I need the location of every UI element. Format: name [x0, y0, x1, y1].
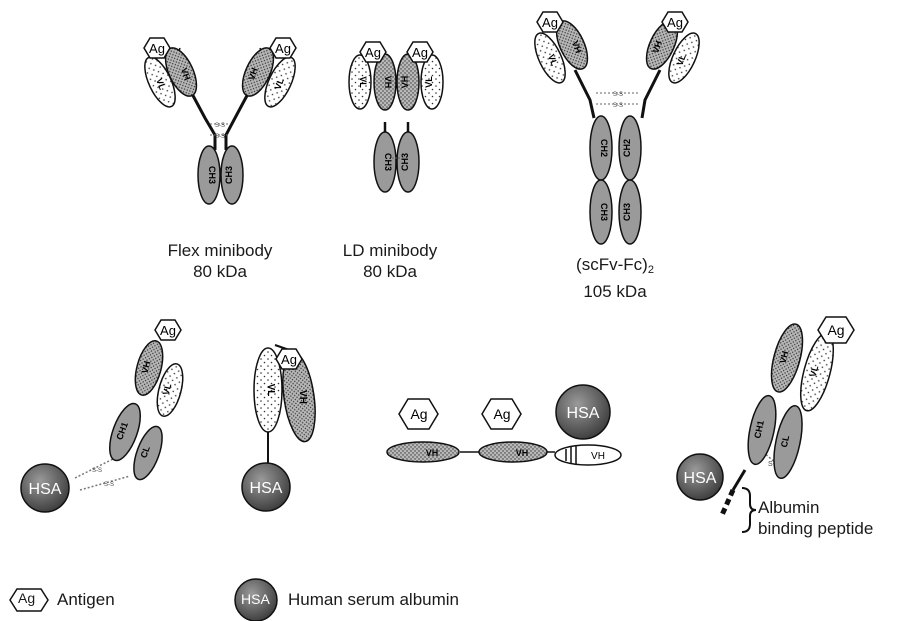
ld-minibody-name: LD minibody — [320, 240, 460, 261]
svg-text:S-S: S-S — [215, 134, 225, 140]
svg-text:Ag: Ag — [667, 15, 683, 30]
svg-text:HSA: HSA — [250, 480, 283, 497]
legend-antigen-label: Antigen — [57, 590, 115, 610]
flex-minibody-label: Flex minibody 80 kDa — [140, 240, 300, 282]
abp-line2: binding peptide — [758, 518, 873, 539]
vh-domain — [479, 442, 547, 462]
scfv-fc2: S-S S-S VH VL VH VL CH2 CH2 CH3 CH3 Ag A… — [529, 12, 706, 244]
ld-minibody: VL VH VH VL CH3 CH3 Ag Ag — [349, 42, 443, 192]
svg-text:VL: VL — [265, 384, 276, 397]
svg-text:Ag: Ag — [160, 323, 176, 338]
svg-text:S-S: S-S — [92, 468, 102, 474]
flex-minibody-mass: 80 kDa — [140, 261, 300, 282]
svg-text:CH3: CH3 — [224, 166, 234, 184]
svg-text:VL: VL — [424, 76, 434, 88]
fab-hsa: S-S S-S CH1 CL VH VL Ag HSA — [21, 320, 188, 512]
svg-text:Ag: Ag — [412, 45, 428, 60]
svg-text:VH: VH — [297, 390, 308, 404]
flex-minibody-name: Flex minibody — [140, 240, 300, 261]
scfv-hsa: VL VH Ag HSA — [242, 345, 320, 511]
svg-text:CH2: CH2 — [622, 139, 632, 157]
svg-text:Ag: Ag — [275, 41, 291, 56]
legend-antigen-symbol-text: Ag — [18, 590, 35, 606]
svg-text:CH3: CH3 — [207, 166, 217, 184]
legend-hsa-symbol-text: HSA — [241, 591, 270, 607]
svg-text:Ag: Ag — [149, 41, 165, 56]
svg-text:S-S: S-S — [613, 92, 623, 98]
svg-text:Ag: Ag — [827, 322, 844, 338]
ld-minibody-label: LD minibody 80 kDa — [320, 240, 460, 282]
svg-text:CH3: CH3 — [622, 203, 632, 221]
svg-text:HSA: HSA — [567, 405, 600, 422]
svg-text:CH2: CH2 — [599, 139, 609, 157]
svg-text:VH: VH — [400, 76, 410, 89]
scfv-fc2-name-main: (scFv-Fc) — [576, 255, 648, 274]
albumin-binding-peptide-label: Albumin binding peptide — [758, 497, 873, 539]
flex-minibody: S-S S-S VH VL VH VL CH3 CH3 Ag Ag — [139, 38, 302, 204]
svg-text:Ag: Ag — [410, 406, 427, 422]
legend-hsa-label: Human serum albumin — [288, 590, 459, 610]
vh-domain — [387, 442, 459, 462]
svg-text:Ag: Ag — [493, 406, 510, 422]
svg-text:VH: VH — [516, 448, 529, 458]
scfv-fc2-name-sub: 2 — [648, 264, 654, 276]
vh-hsa-chain: VH VH VH Ag Ag HSA — [387, 385, 621, 465]
svg-text:HSA: HSA — [684, 470, 717, 487]
scfv-fc2-name: (scFv-Fc)2 — [545, 254, 685, 281]
svg-text:CH3: CH3 — [400, 153, 410, 171]
svg-text:HSA: HSA — [29, 481, 62, 498]
legend-symbols — [10, 579, 277, 621]
svg-text:VH: VH — [426, 448, 439, 458]
svg-text:Ag: Ag — [281, 352, 297, 367]
svg-text:S-S: S-S — [104, 482, 114, 488]
curly-brace — [742, 488, 756, 532]
svg-text:CH3: CH3 — [599, 203, 609, 221]
svg-text:S-S: S-S — [215, 123, 225, 129]
svg-text:Ag: Ag — [542, 15, 558, 30]
abp-line1: Albumin — [758, 497, 873, 518]
svg-text:VH: VH — [591, 451, 605, 462]
vh-domain — [555, 445, 621, 465]
scfv-fc2-label: (scFv-Fc)2 105 kDa — [545, 254, 685, 302]
svg-text:S-S: S-S — [613, 103, 623, 109]
svg-text:Ag: Ag — [365, 45, 381, 60]
svg-text:VH: VH — [383, 76, 393, 89]
svg-text:CH3: CH3 — [383, 153, 393, 171]
ld-minibody-mass: 80 kDa — [320, 261, 460, 282]
svg-text:VL: VL — [358, 76, 368, 88]
scfv-fc2-mass: 105 kDa — [545, 281, 685, 302]
